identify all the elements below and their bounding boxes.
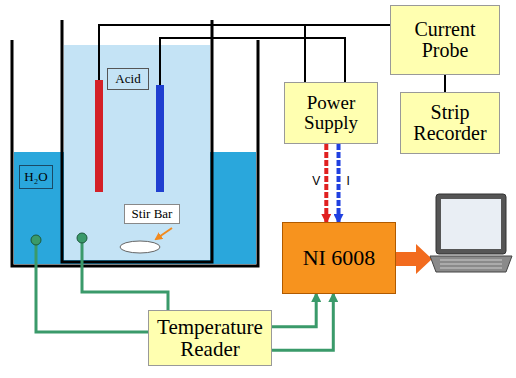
node-text: H₂O: [24, 170, 47, 184]
stir-bar: [120, 241, 160, 253]
signal-label: I: [345, 175, 352, 188]
connector: [272, 294, 316, 327]
blue-electrode: [156, 85, 164, 192]
process-box: NI 6008: [282, 222, 396, 294]
node-text: Strip Recorder: [405, 102, 495, 144]
acid-fill: [64, 45, 210, 260]
process-box: Current Probe: [390, 5, 500, 75]
leader-arrow: [156, 228, 172, 239]
label-box: Stir Bar: [124, 204, 180, 224]
beaker: [62, 20, 212, 262]
laptop: [430, 194, 512, 272]
label-box: Acid: [107, 68, 149, 90]
connector: [444, 75, 446, 92]
node-text: Stir Bar: [132, 207, 173, 221]
node-text: Current Probe: [395, 19, 495, 61]
wire: [160, 38, 345, 85]
connector: [337, 144, 341, 222]
node-text: NI 6008: [303, 246, 376, 269]
signal-label: V: [310, 175, 322, 188]
node-text: Acid: [115, 72, 140, 86]
probe-wire: [82, 238, 168, 310]
process-box: Power Supply: [284, 82, 378, 144]
connector: [272, 294, 333, 350]
node-text: Temperature Reader: [153, 316, 267, 360]
node-text: Power Supply: [289, 93, 373, 133]
probe-wire: [36, 240, 148, 332]
process-box: Strip Recorder: [400, 92, 500, 154]
probe-tip: [31, 235, 41, 245]
red-electrode: [95, 80, 103, 192]
process-box: Temperature Reader: [148, 310, 272, 366]
connector: [324, 144, 328, 222]
data-arrow: [396, 244, 432, 274]
wire: [304, 25, 306, 82]
label-box: H₂O: [19, 165, 53, 189]
water-bath: [12, 40, 258, 266]
probe-tip: [77, 233, 87, 243]
